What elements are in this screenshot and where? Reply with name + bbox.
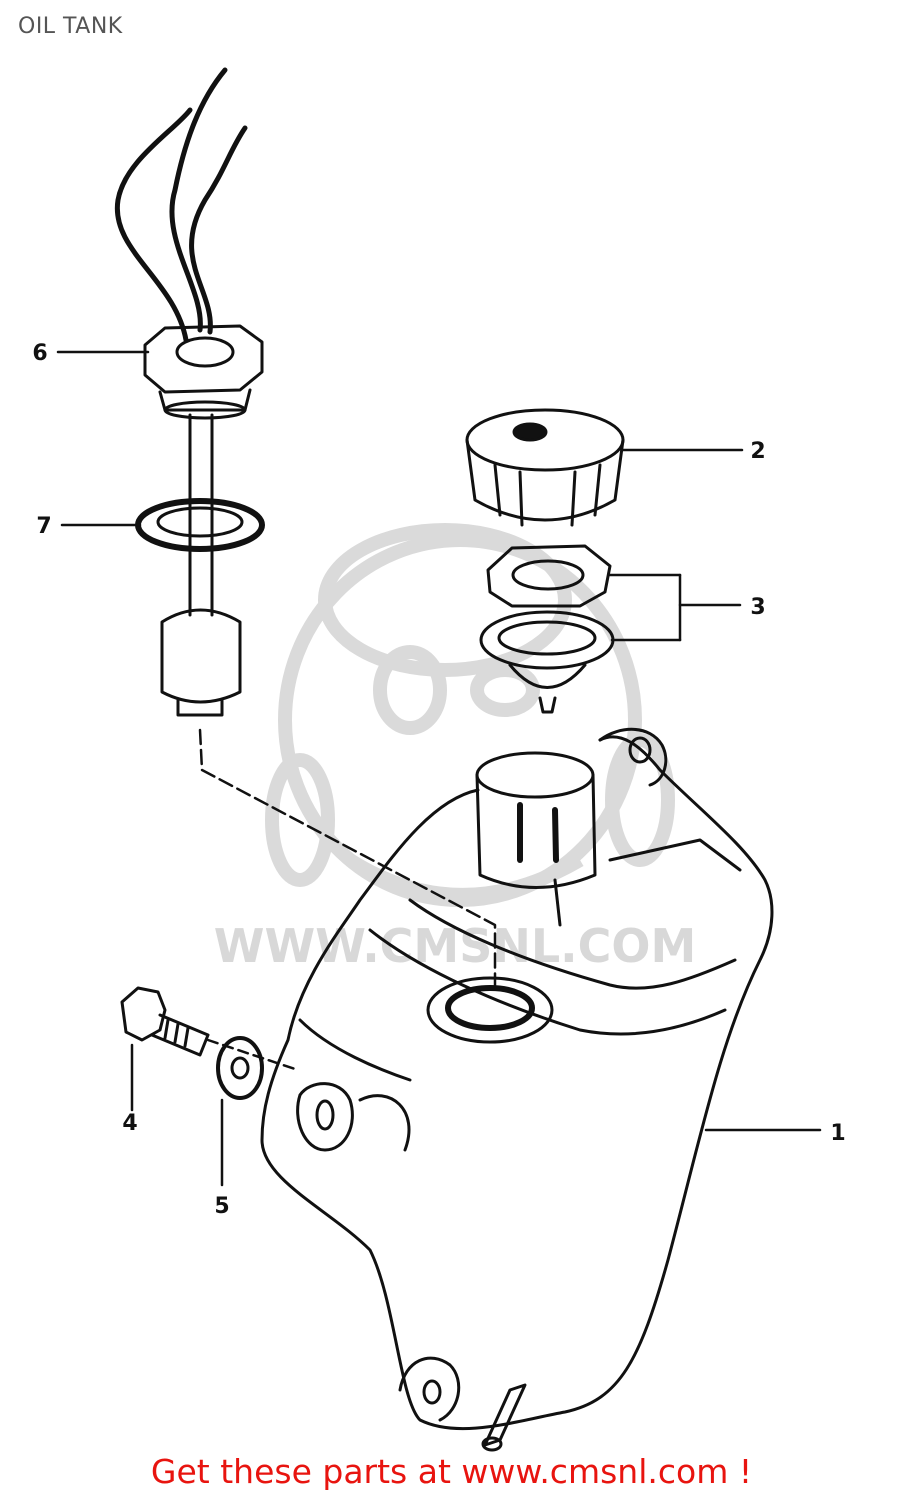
watermark <box>265 523 675 907</box>
leader-lines <box>56 350 822 1187</box>
filler-cap <box>465 408 625 527</box>
footer-link[interactable]: Get these parts at www.cmsnl.com ! <box>150 1452 753 1491</box>
sensor-wires <box>114 67 248 343</box>
page-title: OIL TANK <box>18 14 123 39</box>
level-sensor-head <box>143 324 264 420</box>
oil-tank-body <box>260 727 774 1452</box>
sensor-float <box>160 608 242 717</box>
callout-1: 1 <box>830 1121 845 1146</box>
cap-seal-set <box>479 544 615 714</box>
washer <box>216 1036 264 1100</box>
callout-6: 6 <box>32 341 47 366</box>
bolt <box>120 986 210 1057</box>
callout-4: 4 <box>122 1111 137 1136</box>
callout-5: 5 <box>214 1194 229 1219</box>
level-sensor-shaft <box>188 413 214 617</box>
callout-3: 3 <box>750 595 765 620</box>
sensor-gasket <box>135 498 265 552</box>
callout-7: 7 <box>36 514 51 539</box>
footer-link-banner[interactable]: Get these parts at www.cmsnl.com ! <box>0 1452 903 1491</box>
callout-2: 2 <box>750 439 765 464</box>
